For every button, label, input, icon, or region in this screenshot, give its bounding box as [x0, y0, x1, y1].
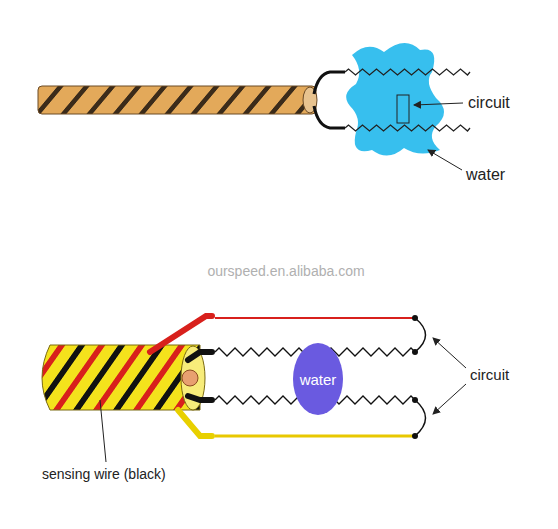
- watermark: ourspeed.en.alibaba.com: [207, 264, 364, 279]
- circuit-loop: [415, 318, 426, 352]
- leader-line: [433, 384, 466, 414]
- leader-line: [428, 150, 462, 170]
- wire: [314, 106, 345, 128]
- circuit-loop: [415, 400, 426, 436]
- twisted-cable: [42, 345, 200, 410]
- leader-line: [414, 103, 463, 105]
- sensing-wire: [345, 69, 470, 75]
- callout-label: water: [466, 166, 505, 184]
- sensing-wire: [188, 352, 212, 360]
- callout-label: circuit: [470, 367, 509, 384]
- wire: [314, 72, 345, 94]
- callout-label: sensing wire (black): [42, 467, 166, 482]
- callout-label: circuit: [468, 94, 510, 112]
- yellow-wire: [215, 435, 415, 438]
- yellow-wire: [178, 410, 212, 436]
- leader-line: [433, 338, 466, 368]
- node-text: water: [300, 371, 337, 388]
- cable-core: [182, 370, 198, 386]
- sensing-wire: [345, 125, 470, 131]
- twisted-cable: [38, 86, 316, 114]
- red-wire: [215, 317, 415, 319]
- water-drop: water: [292, 342, 344, 416]
- sensing-wire: [188, 396, 212, 400]
- water-splash: [346, 43, 444, 156]
- leader-line: [100, 400, 106, 462]
- circuit-symbol: [397, 95, 409, 123]
- red-wire: [150, 316, 212, 352]
